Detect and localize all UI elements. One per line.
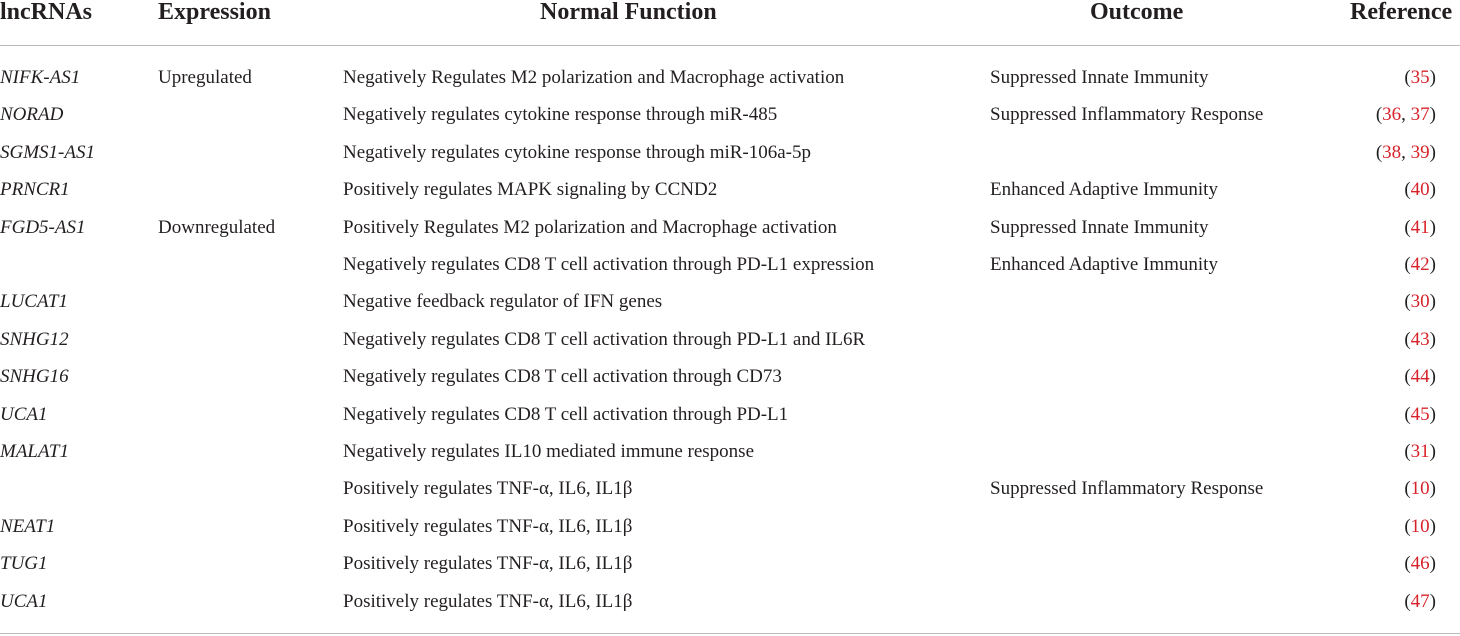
outcome-cell: Suppressed Innate Immunity (990, 217, 1209, 238)
lncrna-cell: FGD5-AS1 (0, 217, 86, 238)
normal-function-cell: Negatively Regulates M2 polarization and… (343, 67, 845, 88)
citation-link[interactable]: 35 (1410, 67, 1430, 88)
reference-cell: (44) (1404, 366, 1436, 387)
reference-cell: (31) (1404, 441, 1436, 462)
reference-cell: (43) (1404, 329, 1436, 350)
citation-link[interactable]: 39 (1410, 142, 1430, 163)
table-row: Positively regulates TNF-α, IL6, IL1β Sup… (0, 470, 1460, 507)
normal-function-cell: Negatively regulates cytokine response t… (343, 142, 812, 163)
table-row: PRNCR1 Positively regulates MAPK signalin… (0, 171, 1460, 208)
table-row: MALAT1 Negatively regulates IL10 mediated… (0, 433, 1460, 470)
table-row: SNHG16 Negatively regulates CD8 T cell ac… (0, 358, 1460, 395)
table-row: TUG1 Positively regulates TNF-α, IL6, IL1… (0, 545, 1460, 582)
normal-function-cell: Negatively regulates cytokine response t… (343, 104, 778, 125)
expression-cell: Downregulated (158, 217, 276, 238)
normal-function-cell: Positively regulates TNF-α, IL6, IL1β (343, 516, 633, 537)
header-normal-function: Normal Function (540, 0, 717, 25)
table-row: Negatively regulates CD8 T cell activati… (0, 246, 1460, 283)
outcome-cell: Suppressed Inflammatory Response (990, 478, 1264, 499)
lncrna-cell: UCA1 (0, 404, 48, 425)
reference-cell: (41) (1404, 217, 1436, 238)
outcome-cell: Enhanced Adaptive Immunity (990, 179, 1218, 200)
reference-cell: (46) (1404, 553, 1436, 574)
lncrna-cell: TUG1 (0, 553, 48, 574)
normal-function-cell: Negatively regulates IL10 mediated immun… (343, 441, 755, 462)
table-row: NIFK-AS1 Upregulated Negatively Regulates … (0, 59, 1460, 96)
reference-cell: (10) (1404, 478, 1436, 499)
citation-link[interactable]: 38 (1382, 142, 1402, 163)
reference-cell: (35) (1404, 67, 1436, 88)
table-header: lncRNAs Expression Normal Function Outco… (0, 0, 1460, 24)
citation-link[interactable]: 36 (1382, 104, 1402, 125)
citation-link[interactable]: 30 (1410, 291, 1430, 312)
reference-cell: (38, 39) (1375, 142, 1436, 163)
normal-function-cell: Positively regulates TNF-α, IL6, IL1β (343, 478, 633, 499)
normal-function-cell: Negatively regulates CD8 T cell activati… (343, 329, 866, 350)
normal-function-cell: Negatively regulates CD8 T cell activati… (343, 254, 875, 275)
reference-cell: (47) (1404, 591, 1436, 612)
table-row: UCA1 Positively regulates TNF-α, IL6, IL1… (0, 583, 1460, 620)
lncrna-cell: MALAT1 (0, 441, 69, 462)
reference-cell: (40) (1404, 179, 1436, 200)
citation-link[interactable]: 45 (1410, 404, 1430, 425)
lncrna-cell: PRNCR1 (0, 179, 70, 200)
header-expression: Expression (158, 0, 271, 25)
normal-function-cell: Positively regulates MAPK signaling by C… (343, 179, 718, 200)
normal-function-cell: Positively regulates TNF-α, IL6, IL1β (343, 591, 633, 612)
citation-link[interactable]: 37 (1410, 104, 1430, 125)
outcome-cell: Suppressed Inflammatory Response (990, 104, 1264, 125)
table-row: NEAT1 Positively regulates TNF-α, IL6, IL… (0, 508, 1460, 545)
lncrna-cell: NORAD (0, 104, 64, 125)
reference-cell: (10) (1404, 516, 1436, 537)
lncrna-cell: LUCAT1 (0, 291, 68, 312)
normal-function-cell: Negative feedback regulator of IFN genes (343, 291, 663, 312)
citation-link[interactable]: 44 (1410, 366, 1430, 387)
citation-link[interactable]: 10 (1410, 516, 1430, 537)
table-row: UCA1 Negatively regulates CD8 T cell acti… (0, 396, 1460, 433)
normal-function-cell: Positively Regulates M2 polarization and… (343, 217, 837, 238)
reference-cell: (45) (1404, 404, 1436, 425)
citation-link[interactable]: 10 (1410, 478, 1430, 499)
normal-function-cell: Negatively regulates CD8 T cell activati… (343, 366, 782, 387)
reference-cell: (30) (1404, 291, 1436, 312)
citation-link[interactable]: 41 (1410, 217, 1430, 238)
lncrna-cell: NIFK-AS1 (0, 67, 81, 88)
header-lncrnas: lncRNAs (0, 0, 93, 25)
table-row: FGD5-AS1 Downregulated Positively Regulate… (0, 209, 1460, 246)
reference-cell: (36, 37) (1375, 104, 1436, 125)
citation-link[interactable]: 47 (1410, 591, 1430, 612)
lncrna-cell: SNHG16 (0, 366, 69, 387)
expression-cell: Upregulated (158, 67, 252, 88)
citation-link[interactable]: 43 (1410, 329, 1430, 350)
lncrna-cell: SGMS1-AS1 (0, 142, 95, 163)
lncrna-cell: SNHG12 (0, 329, 69, 350)
normal-function-cell: Positively regulates TNF-α, IL6, IL1β (343, 553, 633, 574)
header-reference: Reference (1350, 0, 1453, 25)
outcome-cell: Suppressed Innate Immunity (990, 67, 1209, 88)
citation-link[interactable]: 42 (1410, 254, 1430, 275)
header-outcome: Outcome (1090, 0, 1184, 25)
reference-cell: (42) (1404, 254, 1436, 275)
table-row: LUCAT1 Negative feedback regulator of IFN… (0, 283, 1460, 320)
normal-function-cell: Negatively regulates CD8 T cell activati… (343, 404, 789, 425)
table-row: NORAD Negatively regulates cytokine respo… (0, 96, 1460, 133)
citation-link[interactable]: 31 (1410, 441, 1430, 462)
lncrna-cell: UCA1 (0, 591, 48, 612)
table-row: SNHG12 Negatively regulates CD8 T cell ac… (0, 321, 1460, 358)
citation-link[interactable]: 40 (1410, 179, 1430, 200)
table-row: SGMS1-AS1 Negatively regulates cytokine r… (0, 134, 1460, 171)
outcome-cell: Enhanced Adaptive Immunity (990, 254, 1218, 275)
header-rule (0, 45, 1460, 46)
citation-link[interactable]: 46 (1410, 553, 1430, 574)
bottom-rule (0, 633, 1460, 634)
lncrna-cell: NEAT1 (0, 516, 56, 537)
